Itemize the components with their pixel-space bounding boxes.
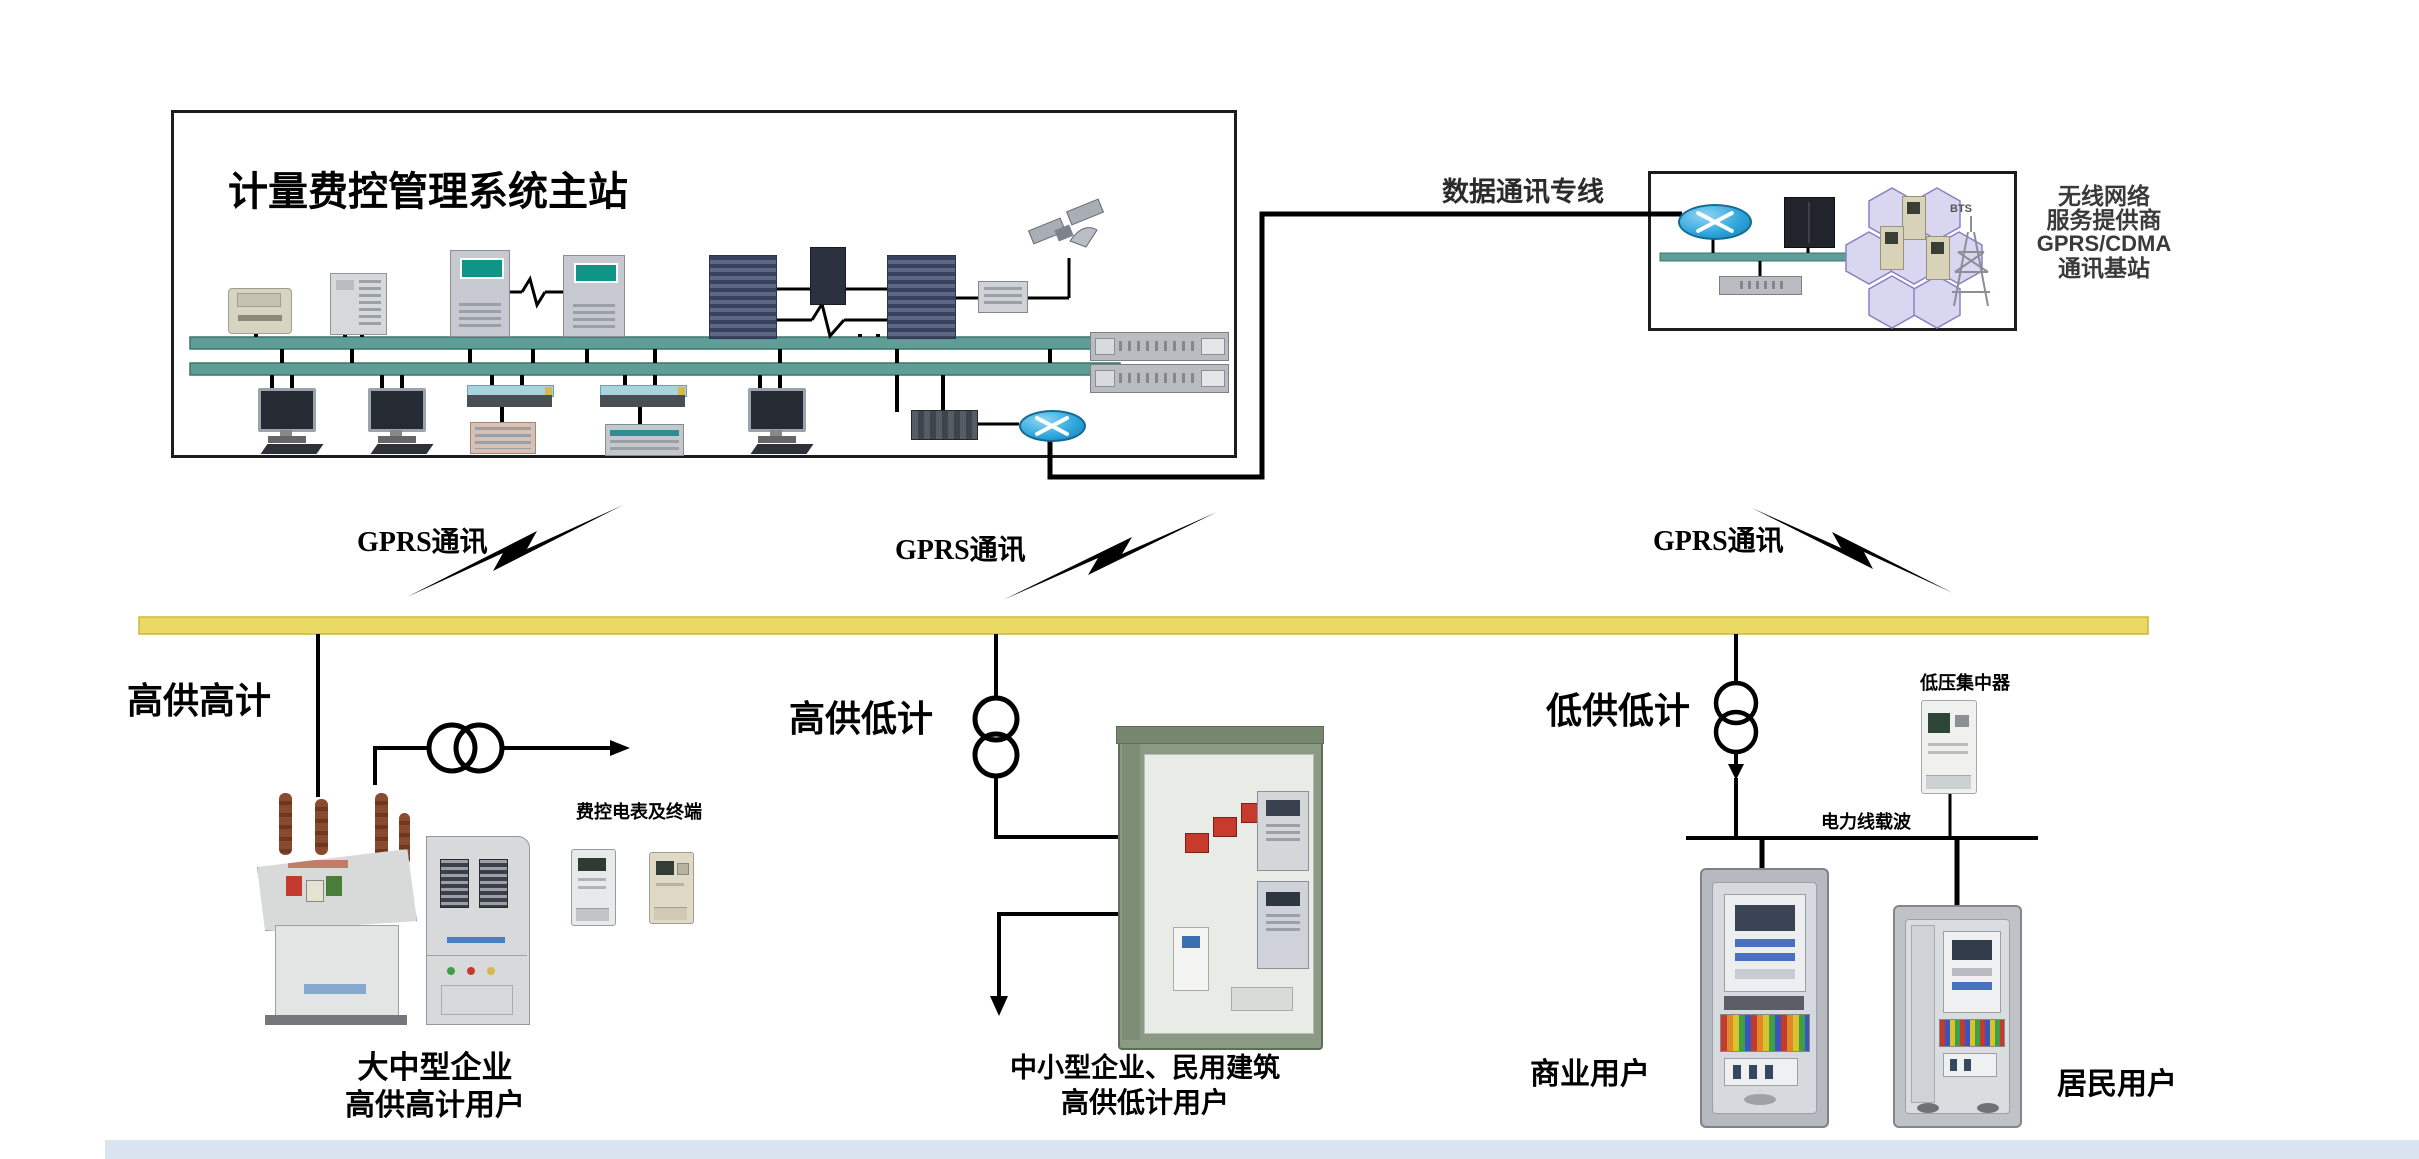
fee-control-terminal-icon [649,852,694,924]
bts-unit-icon [1902,196,1926,240]
router-icon [1019,410,1086,442]
server-icon [563,255,625,337]
gprs-label-3: GPRS通讯 [1653,526,1784,557]
commercial-meter-box-icon [1700,868,1829,1128]
fee-meter-label: 费控电表及终端 [576,802,702,822]
wireless-provider-line: 服务提供商 [2046,207,2162,233]
concentrator-icon [1921,700,1977,794]
rack-server-icon [709,255,777,339]
caption-high-high: 大中型企业 高供高计用户 [280,1048,590,1124]
terminal-device-icon [605,424,684,456]
wireless-provider-line: 通讯基站 [2058,255,2150,281]
rack-server-icon [887,255,956,339]
wireless-provider-line: GPRS/CDMA [2036,231,2172,256]
yellow-feeder-bus [138,616,2149,635]
caption-residential: 居民用户 [2057,1068,2177,1101]
workstation-icon [368,388,434,454]
router-icon [1678,204,1752,240]
server-icon [1784,197,1835,248]
mini-server-icon [810,247,846,305]
concentrator-label: 低压集中器 [1920,673,2010,693]
section-label-high-high: 高供高计 [127,681,272,721]
caption-commercial: 商业用户 [1530,1058,1650,1091]
wireless-provider-caption: 无线网络 服务提供商 GPRS/CDMA 通讯基站 [2022,184,2186,280]
bts-unit-icon [1880,226,1904,270]
bts-label: BTS [1950,203,1972,215]
modem-bank-icon [1090,332,1229,361]
gprs-label-2: GPRS通讯 [895,535,1026,566]
tower-server-icon [330,273,387,335]
gprs-label-1: GPRS通讯 [357,527,488,558]
residential-meter-box-icon [1893,905,2022,1128]
bts-unit-icon [1926,236,1950,280]
base-station-box [1648,171,2017,331]
switch-icon [600,385,687,408]
caption-line: 高供高计用户 [345,1089,525,1122]
modem-bank-icon [1090,364,1229,393]
caption-line: 大中型企业 [357,1050,513,1085]
switch-icon [467,385,554,408]
gps-modem-icon [978,281,1028,313]
caption-line: 高供低计用户 [1060,1087,1229,1118]
rack-unit-icon [1719,276,1802,295]
terminal-device-icon [470,422,536,454]
caption-line: 中小型企业、民用建筑 [1010,1053,1280,1083]
server-icon [450,250,510,337]
section-label-high-low: 高供低计 [789,699,934,739]
plc-label: 电力线载波 [1821,812,1911,832]
wireless-provider-line: 无线网络 [2058,183,2150,209]
transformer-unit-icon [257,793,418,1026]
workstation-icon [748,388,814,454]
bottom-strip [105,1140,2419,1159]
outdoor-metering-box-icon [1116,726,1324,1050]
fee-control-meter-icon [571,849,616,926]
section-label-low-low: 低供低计 [1546,691,1691,731]
metering-cabinet-icon [426,836,530,1025]
caption-high-low: 中小型企业、民用建筑 高供低计用户 [985,1050,1305,1120]
main-station-title: 计量费控管理系统主站 [228,169,628,214]
printer-icon [228,288,292,334]
data-link-label: 数据通讯专线 [1442,177,1604,207]
comm-front-end-icon [911,410,978,440]
workstation-icon [258,388,324,454]
